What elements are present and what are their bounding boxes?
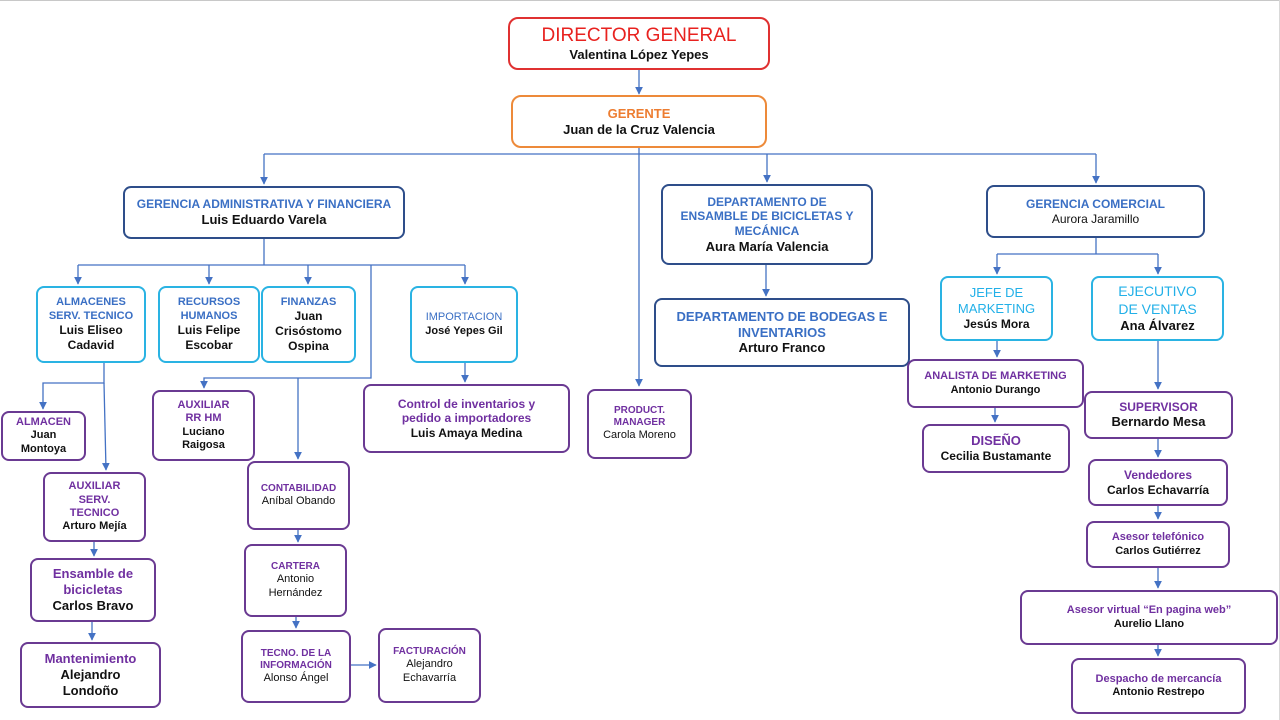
node-recursos-humanos: RECURSOS HUMANOS Luis Felipe Escobar [158,286,260,363]
node-diseno: DISEÑO Cecilia Bustamante [922,424,1070,473]
node-name: José Yepes Gil [425,324,503,337]
node-name: Luciano Raigosa [182,425,225,451]
node-title: Despacho de mercancía [1095,672,1222,685]
node-title: GERENTE [607,105,671,121]
node-supervisor: SUPERVISOR Bernardo Mesa [1084,391,1233,439]
node-title: IMPORTACION [425,311,503,324]
node-title: CARTERA [271,561,320,572]
node-name: Aníbal Obando [261,494,336,507]
node-name: Luis Amaya Medina [410,425,523,440]
chart-top-border [0,0,1280,1]
node-name: Aurelio Llano [1113,617,1185,630]
node-almacenes-serv-tecnico: ALMACENES SERV. TECNICO Luis Eliseo Cada… [36,286,146,363]
connector-to-auxiliar-rrhm [200,265,372,389]
node-title: Mantenimiento [44,651,137,667]
node-name: Carlos Bravo [52,597,134,613]
node-dept-ensamble: DEPARTAMENTO DE ENSAMBLE DE BICICLETAS Y… [661,184,873,265]
node-name: Aura María Valencia [705,238,829,254]
node-title: AUXILIAR SERV. TECNICO [68,480,121,519]
node-title: ALMACEN [16,415,71,428]
node-name: Bernardo Mesa [1111,414,1206,430]
node-name: Alonso Ángel [263,671,329,684]
node-jefe-marketing: JEFE DE MARKETING Jesús Mora [940,276,1053,341]
node-dept-bodegas: DEPARTAMENTO DE BODEGAS E INVENTARIOS Ar… [654,298,910,367]
node-name: Arturo Mejía [62,520,127,533]
node-title: DEPARTAMENTO DE BODEGAS E INVENTARIOS [676,308,888,340]
node-product-manager: PRODUCT. MANAGER Carola Moreno [587,389,692,459]
node-title: EJECUTIVO DE VENTAS [1118,283,1197,317]
node-title: ANALISTA DE MARKETING [924,370,1067,383]
node-analista-marketing: ANALISTA DE MARKETING Antonio Durango [907,359,1084,408]
node-title: PRODUCT. MANAGER [613,405,666,429]
node-asesor-virtual: Asesor virtual “En pagina web” Aurelio L… [1020,590,1278,645]
node-name: Luis Felipe Escobar [177,323,241,352]
node-title: DEPARTAMENTO DE ENSAMBLE DE BICICLETAS Y… [680,194,854,238]
node-ensamble-bicicletas: Ensamble de bicicletas Carlos Bravo [30,558,156,622]
node-title: Vendedores [1123,467,1193,482]
node-name: Antonio Durango [950,383,1041,396]
node-gerencia-comercial: GERENCIA COMERCIAL Aurora Jaramillo [986,185,1205,238]
node-name: Luis Eduardo Varela [201,211,327,227]
node-title: GERENCIA ADMINISTRATIVA Y FINANCIERA [136,197,392,212]
node-name: Luis Eliseo Cadavid [59,323,123,352]
node-title: GERENCIA COMERCIAL [1026,196,1165,211]
node-tecno-informacion: TECNO. DE LA INFORMACIÓN Alonso Ángel [241,630,351,703]
node-asesor-telefonico: Asesor telefónico Carlos Gutiérrez [1086,521,1230,568]
node-auxiliar-rrhm: AUXILIAR RR HM Luciano Raigosa [152,390,255,461]
node-name: Arturo Franco [738,340,826,356]
connector-to-auxiliar-serv [101,382,110,471]
node-control-inventarios: Control de inventarios y pedido a import… [363,384,570,453]
node-finanzas: FINANZAS Juan Crisóstomo Ospina [261,286,356,363]
node-name: Cecilia Bustamante [940,449,1052,464]
node-name: Jesús Mora [963,317,1030,332]
node-title: Asesor telefónico [1111,531,1205,544]
node-ejecutivo-ventas: EJECUTIVO DE VENTAS Ana Álvarez [1091,276,1224,341]
node-contabilidad: CONTABILIDAD Aníbal Obando [247,461,350,530]
node-name: Carola Moreno [603,429,676,442]
node-name: Juan Crisóstomo Ospina [275,309,342,353]
node-name: Valentina López Yepes [569,47,709,63]
node-title: TECNO. DE LA INFORMACIÓN [260,647,332,671]
node-gerente: GERENTE Juan de la Cruz Valencia [511,95,767,148]
node-title: DISEÑO [971,433,1021,449]
node-almacen: ALMACEN Juan Montoya [1,411,86,461]
node-gerencia-administrativa: GERENCIA ADMINISTRATIVA Y FINANCIERA Lui… [123,186,405,239]
node-title: JEFE DE MARKETING [957,285,1036,317]
node-name: Alejandro Echavarría [402,658,457,684]
node-name: Antonio Restrepo [1112,686,1205,698]
node-despacho: Despacho de mercancía Antonio Restrepo [1071,658,1246,714]
node-auxiliar-serv-tecnico: AUXILIAR SERV. TECNICO Arturo Mejía [43,472,146,542]
node-title: Ensamble de bicicletas [52,566,134,598]
node-name: Carlos Gutiérrez [1115,544,1201,557]
node-mantenimiento: Mantenimiento Alejandro Londoño [20,642,161,708]
node-title: Asesor virtual “En pagina web” [1066,604,1232,617]
node-title: RECURSOS HUMANOS [177,296,241,322]
node-title: FINANZAS [280,295,337,308]
node-name: Antonio Hernández [268,573,323,599]
node-name: Alejandro Londoño [60,667,121,698]
node-title: DIRECTOR GENERAL [541,24,737,46]
node-name: Juan Montoya [20,429,67,455]
connector-to-almacen [39,363,105,410]
node-name: Ana Álvarez [1120,317,1195,333]
node-title: SUPERVISOR [1119,399,1198,414]
node-cartera: CARTERA Antonio Hernández [244,544,347,617]
node-name: Juan de la Cruz Valencia [563,121,715,137]
node-name: Carlos Echavarría [1106,482,1210,497]
node-vendedores: Vendedores Carlos Echavarría [1088,459,1228,506]
node-importacion: IMPORTACION José Yepes Gil [410,286,518,363]
node-title: CONTABILIDAD [260,482,337,494]
node-title: Control de inventarios y pedido a import… [397,396,536,426]
node-title: ALMACENES SERV. TECNICO [48,296,134,322]
node-title: FACTURACIÓN [393,646,466,657]
node-director-general: DIRECTOR GENERAL Valentina López Yepes [508,17,770,70]
node-title: AUXILIAR RR HM [177,398,230,425]
node-facturacion: FACTURACIÓN Alejandro Echavarría [378,628,481,703]
node-name: Aurora Jaramillo [1051,211,1140,226]
